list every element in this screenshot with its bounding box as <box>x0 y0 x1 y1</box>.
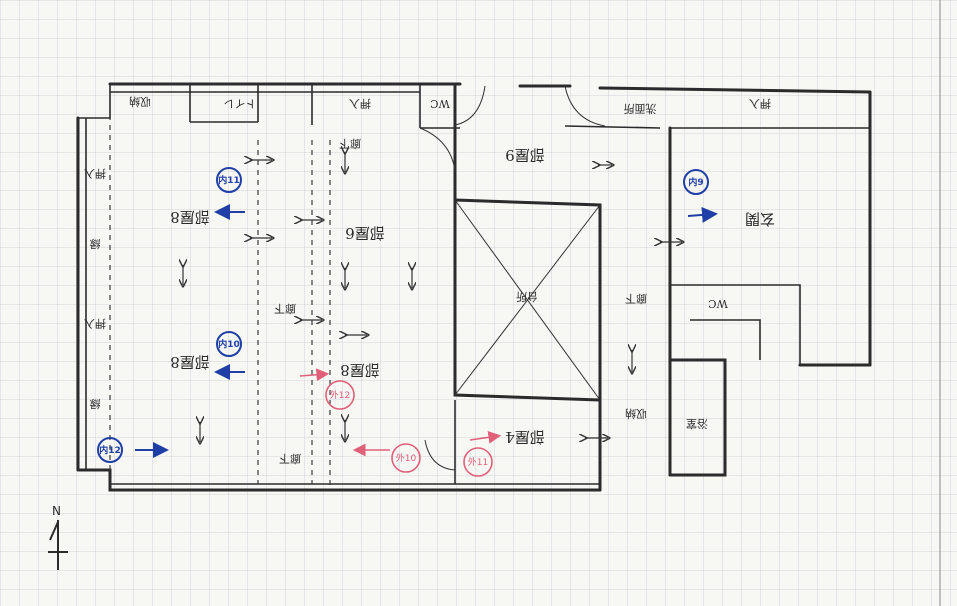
svg-text:外10: 外10 <box>396 452 417 464</box>
grid-reference-lines <box>109 118 331 490</box>
room-label: 縁 <box>90 397 101 411</box>
room-label: 浴室 <box>686 417 708 431</box>
room-label: 部屋4 <box>505 428 545 446</box>
room-label: 廊下 <box>279 452 301 466</box>
room-label: 台所 <box>516 290 538 304</box>
room-label: WC <box>430 97 450 110</box>
north-arrow: N <box>48 504 68 570</box>
room-label: 玄関 <box>745 210 775 228</box>
badge-naka9: 内9 <box>683 169 709 195</box>
room-label: 部屋8 <box>340 361 380 379</box>
north-label: N <box>52 504 61 518</box>
room-label: 押入 <box>84 167 106 181</box>
room-label: 収納 <box>129 95 151 108</box>
room-label: 廊下 <box>625 292 647 306</box>
badge-naka11: 内11 <box>216 167 242 193</box>
badge-soto11: 外11 <box>463 447 493 477</box>
badge-naka10: 内10 <box>216 331 242 357</box>
svg-text:内11: 内11 <box>218 174 240 186</box>
svg-text:外11: 外11 <box>468 456 488 468</box>
room-label: トイレ <box>224 97 257 110</box>
room-labels: 部屋8 部屋8 部屋8 部屋9 部屋6 部屋4 玄関 廊下 廊下 廊下 廊下 ト… <box>84 95 775 466</box>
room-label: 部屋8 <box>170 353 210 371</box>
room-label: 収納 <box>625 407 647 420</box>
room-label: 部屋6 <box>345 224 385 242</box>
room-label: WC <box>708 297 728 310</box>
room-label: 部屋8 <box>170 208 210 226</box>
blue-direction-arrows <box>135 204 718 458</box>
svg-text:内12: 内12 <box>99 444 121 456</box>
room-label: 廊下 <box>339 137 361 151</box>
room-label: 押入 <box>749 97 771 111</box>
room-label: 押入 <box>84 317 106 331</box>
svg-text:内9: 内9 <box>688 176 703 188</box>
walls <box>76 82 872 492</box>
svg-text:外12: 外12 <box>330 389 350 401</box>
door-swings <box>419 85 606 471</box>
pink-direction-arrows <box>299 368 502 457</box>
badge-soto12: 外12 <box>325 380 355 410</box>
badge-naka12: 内12 <box>97 437 123 463</box>
opening-arrows <box>183 152 682 442</box>
room-label: 押入 <box>349 97 371 111</box>
room-label: 部屋9 <box>505 146 545 164</box>
svg-text:内10: 内10 <box>218 338 240 350</box>
room-label: 洗面所 <box>624 102 657 115</box>
badge-soto10: 外10 <box>391 443 421 473</box>
room-label: 縁 <box>90 237 101 251</box>
room-label: 廊下 <box>274 302 296 316</box>
